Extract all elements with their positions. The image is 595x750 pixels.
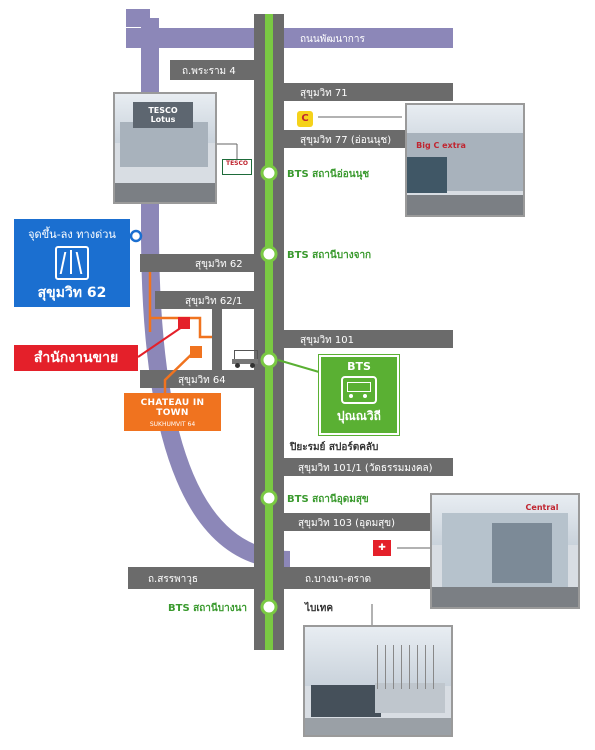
road-sukhumvit101-label: สุขุมวิท 101 xyxy=(300,335,354,346)
bts-box-title: BTS xyxy=(347,360,371,373)
road-sukhumvit77 xyxy=(270,130,410,148)
road-sukhumvit103 xyxy=(270,513,430,531)
road-sukhumvit64-label: สุขุมวิท 64 xyxy=(178,375,226,386)
tollway-vertical-label: ทางด่วนสุขุมวิท 62 xyxy=(126,255,137,330)
route-to-project xyxy=(148,272,212,393)
tesco-sign: TESCO Lotus xyxy=(148,106,178,124)
station-udomsuk-label: BTS สถานีอุดมสุข xyxy=(287,493,369,505)
station-udomsuk-marker xyxy=(260,489,278,507)
sales-office-marker xyxy=(178,317,190,329)
tollway xyxy=(141,18,291,569)
road-sukhumvit71-label: สุขุมวิท 71 xyxy=(300,88,348,99)
road-sukhumvit71 xyxy=(270,83,453,101)
road-sukhumvit103-label: สุขุมวิท 103 (อุดมสุข) xyxy=(298,518,395,529)
station-onnut-label: BTS สถานีอ่อนนุช xyxy=(287,168,369,180)
central-logo: ✚ xyxy=(373,540,391,556)
bts-line xyxy=(265,14,273,650)
road-sukhumvit62-1 xyxy=(155,291,270,309)
road-sukhumvit101-1 xyxy=(270,458,453,476)
bigc-logo: C xyxy=(297,111,313,127)
road-rama4-label: ถ.พระราม 4 xyxy=(182,66,236,77)
road-rama4 xyxy=(170,60,270,80)
roads xyxy=(126,14,453,650)
expressway-sign-icon xyxy=(55,246,89,280)
road-sukhumvit64 xyxy=(140,370,270,388)
road-bangna-trad xyxy=(270,567,453,589)
station-bangna-marker xyxy=(260,598,278,616)
train-icon xyxy=(341,376,377,404)
local-road xyxy=(212,309,222,370)
project-sub: SUKHUMVIT 64 xyxy=(149,421,196,428)
station-bangchak-marker xyxy=(260,245,278,263)
station-bangchak-label: BTS สถานีบางจาก xyxy=(287,249,371,261)
sales-pointer xyxy=(137,326,183,358)
road-sukhumvit62-1-label: สุขุมวิท 62/1 xyxy=(185,296,242,307)
project-name: CHATEAU IN TOWN xyxy=(140,398,205,418)
bts-stations xyxy=(260,164,278,616)
road-sanphawut xyxy=(128,567,270,589)
bitec-label: ไบเทค xyxy=(304,601,333,614)
station-onnut-marker xyxy=(260,164,278,182)
road-top-label: ถนนพัฒนาการ xyxy=(300,34,365,45)
bts-punnawithi-box: BTS ปุณณวิถี xyxy=(319,355,399,435)
shuttle-icon xyxy=(232,348,258,368)
expressway-line1: จุดขึ้น-ลง ทางด่วน xyxy=(28,228,116,241)
expressway-entry-point xyxy=(129,229,143,243)
station-punnawithi-marker xyxy=(260,351,278,369)
road-sukhumvit77-label: สุขุมวิท 77 (อ่อนนุช) xyxy=(300,135,391,146)
bigc-sign: Big C extra xyxy=(416,141,466,150)
road-sukhumvit101-1-label: สุขุมวิท 101/1 (วัดธรรมมงคล) xyxy=(298,463,433,474)
sports-club-label: ปิยะรมย์ สปอร์ตคลับ xyxy=(289,441,378,453)
bitec-photo xyxy=(303,625,453,737)
project-marker xyxy=(190,346,202,358)
station-bangna-label: BTS สถานีบางนา xyxy=(168,602,247,614)
bigc-extra-photo: Big C extra xyxy=(405,103,525,217)
bts-box-station-name: ปุณณวิถี xyxy=(337,409,381,423)
central-photo: Central xyxy=(430,493,580,609)
road-top xyxy=(126,28,453,48)
road-sukhumvit101 xyxy=(270,330,453,348)
road-bangna-trad-label: ถ.บางนา-ตราด xyxy=(305,574,371,585)
bts-pointer xyxy=(277,359,320,373)
expressway-entry-box: จุดขึ้น-ลง ทางด่วน สุขุมวิท 62 xyxy=(14,219,130,307)
tesco-lotus-photo: TESCO Lotus xyxy=(113,92,217,204)
expressway-line2: สุขุมวิท 62 xyxy=(37,285,107,301)
project-logo: CHATEAU IN TOWN SUKHUMVIT 64 xyxy=(124,393,221,431)
sales-office-label: สำนักงานขาย xyxy=(14,345,138,371)
central-sign: Central xyxy=(525,503,559,512)
tesco-lotus-logo: TESCO xyxy=(222,159,252,175)
road-sukhumvit62 xyxy=(140,254,270,272)
road-sanphawut-label: ถ.สรรพาวุธ xyxy=(148,574,198,585)
road-sukhumvit62-label: สุขุมวิท 62 xyxy=(195,259,243,270)
